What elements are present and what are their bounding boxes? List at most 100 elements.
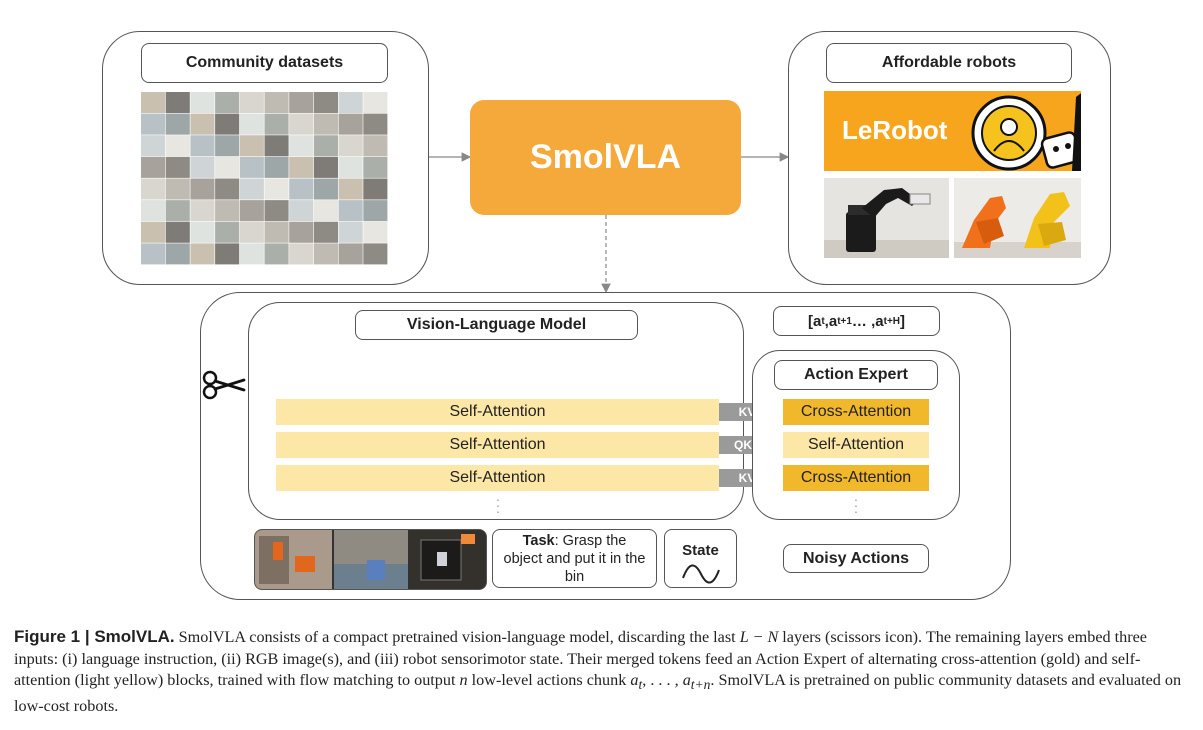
community-datasets-label: Community datasets — [141, 43, 388, 83]
figure-caption: Figure 1 | SmolVLA. SmolVLA consists of … — [14, 627, 1182, 715]
vlm-layer-2: Self-Attention — [276, 432, 719, 458]
dataset-thumbnail — [215, 200, 240, 222]
action-expert-layer-3: Cross-Attention — [783, 465, 929, 491]
dataset-thumbnail — [264, 200, 289, 222]
action-expert-label: Action Expert — [774, 360, 938, 390]
dataset-thumbnail — [338, 221, 363, 243]
dataset-thumbnail — [165, 113, 190, 135]
dataset-thumbnail — [289, 92, 314, 114]
dataset-thumbnail — [363, 243, 388, 265]
dataset-thumbnail — [289, 113, 314, 135]
dataset-thumbnail — [338, 135, 363, 157]
vlm-layer-3: Self-Attention — [276, 465, 719, 491]
dataset-thumbnail — [165, 135, 190, 157]
robot-arm-photo-1 — [824, 178, 949, 258]
dataset-thumbnail — [141, 113, 166, 135]
dataset-thumbnail — [215, 156, 240, 178]
dataset-thumbnail — [264, 92, 289, 114]
figure-number: Figure 1 — [14, 627, 81, 646]
dataset-thumbnail — [165, 243, 190, 265]
sine-wave-icon — [682, 564, 720, 584]
dataset-thumbnail — [338, 200, 363, 222]
lerobot-logo — [971, 93, 1081, 171]
dataset-thumbnail — [313, 135, 338, 157]
dataset-thumbnail — [338, 156, 363, 178]
smolvla-title: SmolVLA — [529, 138, 682, 176]
scissors-icon — [202, 370, 246, 400]
dataset-thumbnail — [215, 221, 240, 243]
dataset-thumbnail — [190, 178, 215, 200]
dataset-thumbnail — [239, 243, 264, 265]
dataset-thumbnail — [264, 156, 289, 178]
rgb-image-strip — [254, 529, 487, 590]
dataset-thumbnail — [141, 243, 166, 265]
lerobot-brand: LeRobot — [842, 115, 948, 145]
dataset-thumbnail — [264, 178, 289, 200]
dataset-thumbnail — [313, 113, 338, 135]
dataset-thumbnail — [239, 200, 264, 222]
vlm-ellipsis: ··· — [495, 491, 501, 519]
affordable-robots-label: Affordable robots — [826, 43, 1072, 83]
dataset-thumbnail — [141, 178, 166, 200]
dataset-thumbnail — [215, 135, 240, 157]
dataset-thumbnail — [289, 135, 314, 157]
dataset-thumbnail — [289, 178, 314, 200]
dataset-thumbnail — [313, 178, 338, 200]
dataset-thumbnail — [239, 135, 264, 157]
dataset-thumbnail — [313, 221, 338, 243]
dataset-thumbnail — [363, 178, 388, 200]
state-label: State — [682, 542, 719, 559]
dataset-thumbnail — [363, 135, 388, 157]
action-expert-ellipsis: ··· — [853, 491, 859, 519]
dataset-thumbnail — [190, 221, 215, 243]
dataset-thumbnail — [289, 200, 314, 222]
dataset-thumbnail — [215, 92, 240, 114]
dataset-thumbnail — [363, 156, 388, 178]
robot-arm-photo-2 — [954, 178, 1081, 258]
dataset-thumbnail — [363, 92, 388, 114]
dataset-thumbnail — [338, 243, 363, 265]
dataset-thumbnail — [190, 92, 215, 114]
dataset-thumbnail — [141, 200, 166, 222]
dataset-thumbnail — [239, 92, 264, 114]
dataset-thumbnail — [215, 178, 240, 200]
dataset-thumbnail — [363, 200, 388, 222]
dataset-thumbnail — [215, 243, 240, 265]
dataset-thumbnail — [338, 178, 363, 200]
dataset-thumbnail — [313, 200, 338, 222]
dataset-thumbnail — [264, 243, 289, 265]
dataset-thumbnail — [338, 92, 363, 114]
dataset-thumbnail — [165, 156, 190, 178]
dataset-thumbnail — [190, 113, 215, 135]
dataset-thumbnail — [239, 156, 264, 178]
dataset-thumbnail — [239, 221, 264, 243]
dataset-thumbnail — [289, 243, 314, 265]
noisy-actions-label: Noisy Actions — [783, 544, 929, 573]
dataset-thumbnail — [264, 113, 289, 135]
arrow-label-1: KV — [738, 405, 756, 419]
dataset-thumbnail — [313, 156, 338, 178]
dataset-thumbnail — [239, 113, 264, 135]
dataset-thumbnail — [165, 200, 190, 222]
lerobot-banner: LeRobot — [824, 91, 1081, 171]
dataset-thumbnail — [264, 135, 289, 157]
state-box: State — [664, 529, 737, 588]
dataset-thumbnail — [190, 243, 215, 265]
task-box: Task: Grasp the object and put it in the… — [492, 529, 657, 588]
smolvla-diagram: Community datasets SmolVLA Affordable ro… — [102, 31, 1111, 600]
dataset-thumbnail — [289, 156, 314, 178]
action-expert-layer-1: Cross-Attention — [783, 399, 929, 425]
action-expert-layer-2: Self-Attention — [783, 432, 929, 458]
dataset-thumbnail — [165, 92, 190, 114]
vlm-label: Vision-Language Model — [355, 310, 638, 340]
dataset-thumbnail — [363, 221, 388, 243]
vlm-layer-1: Self-Attention — [276, 399, 719, 425]
dataset-thumbnail — [289, 221, 314, 243]
dataset-thumbnail — [363, 113, 388, 135]
dataset-thumbnail — [141, 221, 166, 243]
dataset-thumbnail — [141, 135, 166, 157]
dataset-thumbnail — [239, 178, 264, 200]
dataset-thumbnail — [141, 156, 166, 178]
dataset-thumbnail — [190, 135, 215, 157]
